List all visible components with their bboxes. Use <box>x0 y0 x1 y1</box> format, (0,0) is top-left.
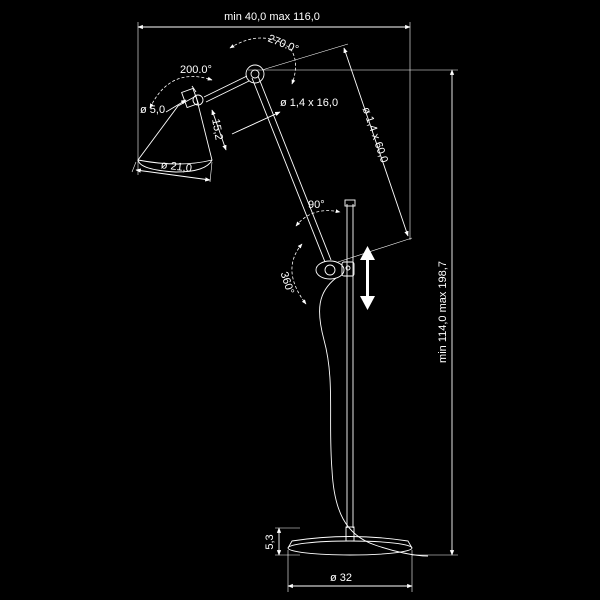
angle-rotation-label: 360° <box>278 270 296 295</box>
height-range-label: min 114,0 max 198,7 <box>437 261 449 363</box>
lower-arm-label: ø 1,4 x 60,0 <box>360 106 390 165</box>
power-cable <box>319 277 429 557</box>
shade-height-dimension: 15,2 <box>209 109 227 151</box>
lamp-shade <box>137 85 213 173</box>
lower-arm <box>251 75 332 263</box>
stand-pole <box>344 199 356 528</box>
width-dimension: min 40,0 max 116,0 <box>137 11 411 240</box>
top-joint <box>245 64 265 84</box>
angle-mid-label: 90° <box>308 199 325 211</box>
base-height-dimension: 5,3 <box>264 527 300 556</box>
mid-joint-angle: 90° <box>295 199 341 227</box>
base-diameter-dimension: ø 32 <box>287 550 413 592</box>
upper-arm <box>203 75 250 103</box>
lower-arm-dimension: ø 1,4 x 60,0 <box>261 43 413 263</box>
mid-joint <box>315 260 355 280</box>
upper-arm-dimension: ø 1,4 x 16,0 <box>231 97 338 135</box>
socket-diameter-label: ø 5,0 <box>140 104 165 116</box>
angle-top-label: 270.0° <box>266 33 300 56</box>
shade-angle: 200.0° <box>149 64 213 109</box>
upper-arm-label: ø 1,4 x 16,0 <box>280 97 338 109</box>
width-range-label: min 40,0 max 116,0 <box>224 11 320 23</box>
angle-shade-label: 200.0° <box>180 64 212 76</box>
base-height-label: 5,3 <box>264 534 276 549</box>
top-joint-angle: 270.0° <box>229 33 300 85</box>
shade-height-label: 15,2 <box>209 118 225 141</box>
base-diameter-label: ø 32 <box>330 572 352 584</box>
height-adjust-arrow <box>360 246 375 310</box>
lamp-base <box>287 526 413 556</box>
rotation-angle: 360° <box>278 243 307 305</box>
shade-diameter-label: ø 21,0 <box>160 159 192 175</box>
shade-diameter-dimension: ø 21,0 <box>131 159 213 183</box>
socket-dimension: ø 5,0 <box>140 99 187 116</box>
